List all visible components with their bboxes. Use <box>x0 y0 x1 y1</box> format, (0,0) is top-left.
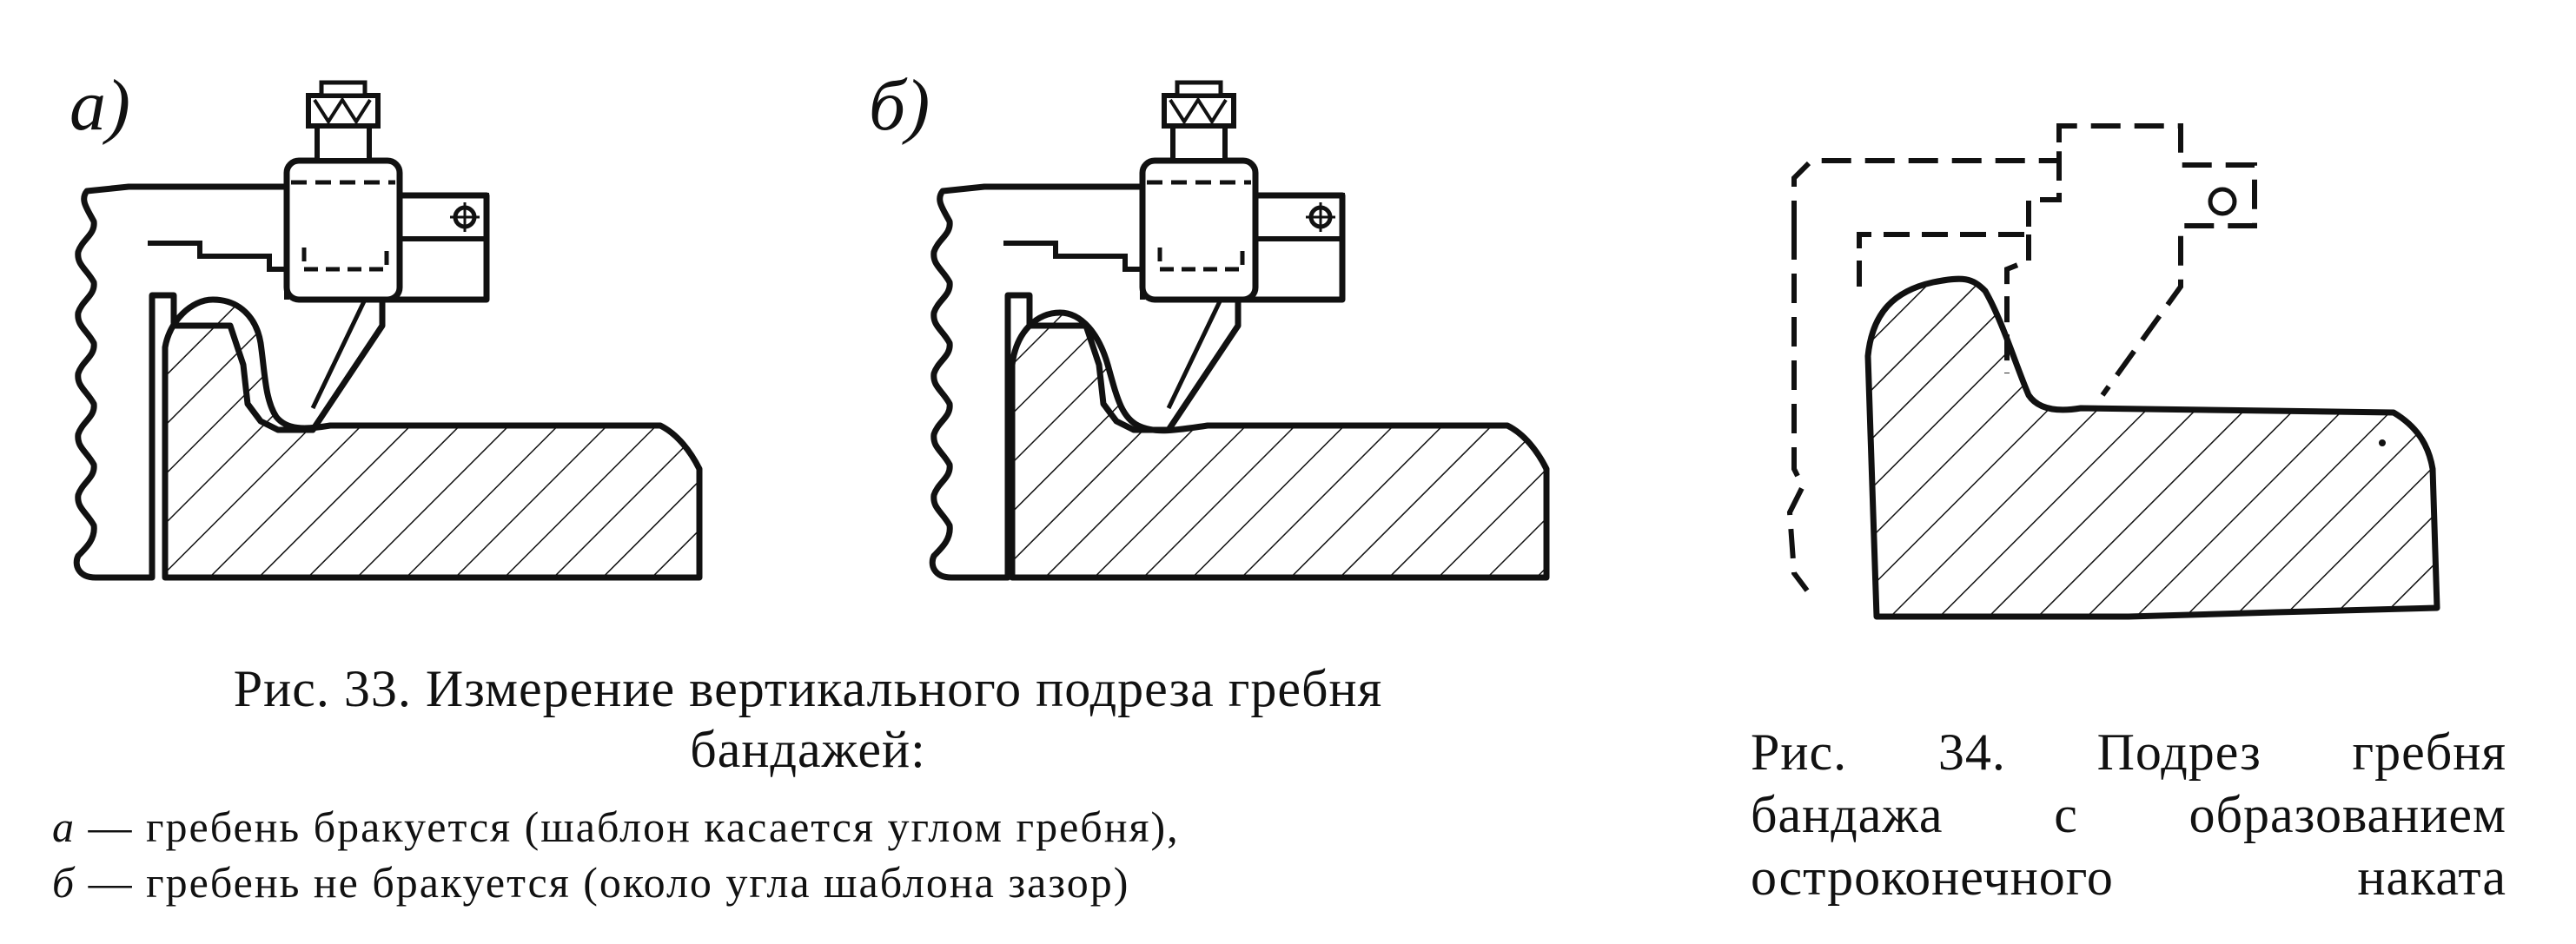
figure34-caption-line2: бандажа с образованием <box>1751 786 2506 843</box>
item-marker: а <box>52 802 76 851</box>
figure33-panel-a-drawing <box>76 83 703 581</box>
figure34-caption-line3: остроконечного наката <box>1751 848 2506 906</box>
figure33-caption-items: а — гребень бракуется (шаблон касается у… <box>52 799 1581 910</box>
item-text: — гребень бракуется (шаблон касается угл… <box>76 802 1180 851</box>
figure33-caption-line2: бандажей: <box>690 721 926 778</box>
item-text: — гребень не бракуется (около угла шабло… <box>76 858 1130 907</box>
item-marker: б <box>52 858 76 907</box>
figure33-panel-b-label: б) <box>869 65 930 146</box>
figure33-panel-a-label: а) <box>70 65 130 146</box>
figure33-panel-b-drawing <box>932 83 1550 581</box>
figure34-caption-line1: Рис. 34. Подрез гребня <box>1751 723 2506 781</box>
figure33-caption-title: Рис. 33. Измерение вертикального подреза… <box>52 658 1564 780</box>
figure33-caption-item-b: б — гребень не бракуется (около угла шаб… <box>52 855 1581 910</box>
figure33-caption-item-a: а — гребень бракуется (шаблон касается у… <box>52 799 1581 855</box>
figure34-drawing <box>1786 123 2440 620</box>
figure33-caption-line1: Рис. 33. Измерение вертикального подреза… <box>233 660 1383 717</box>
figure34-caption: Рис. 34. Подрез гребня бандажа с образов… <box>1751 721 2506 908</box>
